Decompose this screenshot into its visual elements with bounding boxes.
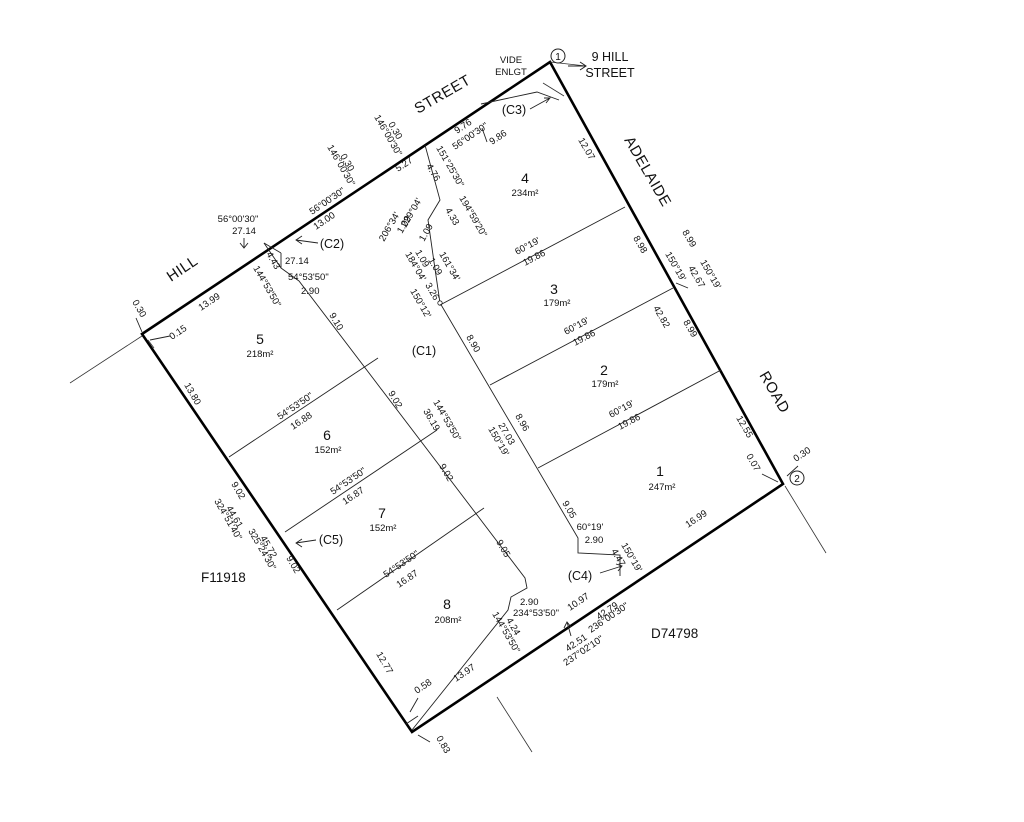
dim-5-27: 5.27 (394, 155, 415, 174)
dim-0-58: 0.58 (413, 677, 434, 696)
dim-13-97: 13.97 (452, 662, 478, 684)
bearing-234-53-50: 234°53'50" (513, 608, 559, 619)
lot-7-number: 7 (378, 505, 386, 521)
arrow-0-07 (761, 473, 779, 483)
arrow-9-76 (481, 127, 488, 143)
dim-0-30-r: 0.30 (792, 445, 813, 464)
dim-4-43: 4.43 (263, 250, 282, 272)
extension-lines (69, 61, 827, 753)
c3-pointer (529, 97, 551, 110)
dim-1-09-a: 1.09 (417, 222, 436, 244)
dim-0-15: 0.15 (168, 323, 189, 342)
lot-6-area: 152m² (315, 445, 342, 456)
vide-enlgt-line1: VIDE (500, 55, 522, 66)
lot-5-area: 218m² (247, 349, 274, 360)
lot-2-area: 179m² (592, 379, 619, 390)
point-2-marker: 2 (789, 470, 805, 486)
road-name-hill: HILL (164, 252, 201, 285)
dim-2-90-a: 2.90 (301, 286, 320, 297)
point-1-marker: 1 (550, 48, 566, 64)
dim-8-90: 8.90 (463, 333, 482, 355)
dim-9-86: 9.86 (488, 128, 509, 147)
point-2-label: 2 (794, 474, 800, 485)
dim-16-99: 16.99 (684, 508, 710, 530)
dim-9-05-a: 9.05 (493, 538, 512, 560)
bearing-56-00-30-c: 56°00'30" (218, 214, 259, 225)
dim-9-02-c: 9.02 (385, 389, 404, 411)
dim-2-90-b: 2.90 (520, 597, 539, 608)
arrow-0-15 (149, 335, 171, 341)
dim-9-05-b: 9.05 (559, 499, 578, 521)
lot-3-number: 3 (550, 281, 558, 297)
address-line1: 9 HILL (592, 50, 629, 64)
arrow-0-83 (417, 734, 431, 743)
address-line2: STREET (585, 66, 635, 80)
c4-pointer (599, 563, 623, 574)
lot-8-area: 208m² (435, 615, 462, 626)
common-c5: (C5) (319, 533, 343, 547)
bearing-151-25-30: 151°25'30" (433, 144, 466, 189)
dim-2-90-c: 2.90 (585, 535, 604, 546)
dim-13-80: 13.80 (181, 381, 202, 407)
dim-42-82: 42.82 (650, 304, 671, 330)
dim-8-99-b: 8.99 (679, 228, 698, 250)
bearing-194-59-20: 194°59'20" (456, 194, 489, 239)
road-name-street: STREET (412, 72, 474, 118)
arrow-0-58 (409, 697, 419, 713)
adjoining-d74798: D74798 (651, 626, 698, 641)
road-name-road: ROAD (756, 369, 793, 417)
dim-0-30-tl: 0.30 (129, 298, 148, 320)
adjoining-f11918: F11918 (201, 570, 246, 585)
dim-0-83: 0.83 (433, 734, 452, 756)
lot-4-number: 4 (521, 170, 529, 186)
common-c4: (C4) (568, 569, 592, 583)
dim-8-99-a: 8.99 (680, 318, 699, 340)
arrow-to-9-hill-street (568, 61, 587, 71)
c5-pointer (295, 538, 317, 548)
dim-9-10: 9.10 (326, 311, 345, 333)
lot-1-number: 1 (656, 463, 664, 479)
lot-6-number: 6 (323, 427, 331, 443)
dim-9-02-b: 9.02 (283, 554, 302, 576)
common-c2: (C2) (320, 237, 344, 251)
dim-10-97: 10.97 (566, 591, 592, 613)
dim-3-26: 3.26 (422, 281, 441, 303)
dim-9-02-d: 9.02 (436, 462, 455, 484)
lot-8-number: 8 (443, 596, 451, 612)
bearing-54-53-50-a: 54°53'50" (288, 272, 329, 283)
bearing-60-19-d: 60°19' (577, 522, 604, 533)
arrow-27-14 (239, 238, 249, 249)
lot-3-area: 179m² (544, 298, 571, 309)
bearing-144-53-50-a: 144°53'50" (250, 264, 283, 309)
arrow-42-67 (675, 282, 689, 289)
dim-4-33: 4.33 (442, 206, 461, 228)
point-1-label: 1 (555, 52, 561, 63)
common-c1: (C1) (412, 344, 436, 358)
parcel-boundary (140, 60, 785, 734)
arrow-south-bearing (563, 621, 572, 637)
lot-2-number: 2 (600, 362, 608, 378)
dim-27-14-a: 27.14 (232, 226, 256, 237)
dim-12-77: 12.77 (373, 650, 394, 676)
arrow-0-30-tl (135, 317, 143, 333)
road-name-adelaide: ADELAIDE (621, 134, 675, 210)
arrow-0-30-r (786, 465, 799, 477)
lot-4-area: 234m² (512, 188, 539, 199)
common-c3: (C3) (502, 103, 526, 117)
lot-7-area: 152m² (370, 523, 397, 534)
dim-0-07: 0.07 (743, 452, 762, 474)
lot-lines (228, 91, 722, 731)
dim-27-14-b: 27.14 (285, 256, 309, 267)
bearing-150-19-d: 150°19' (662, 250, 688, 283)
vide-enlgt-line2: ENLGT (495, 67, 527, 78)
lot-1-area: 247m² (649, 482, 676, 493)
lot-5-number: 5 (256, 331, 264, 347)
dim-4-76: 4.76 (423, 162, 442, 184)
c2-pointer (295, 235, 319, 245)
